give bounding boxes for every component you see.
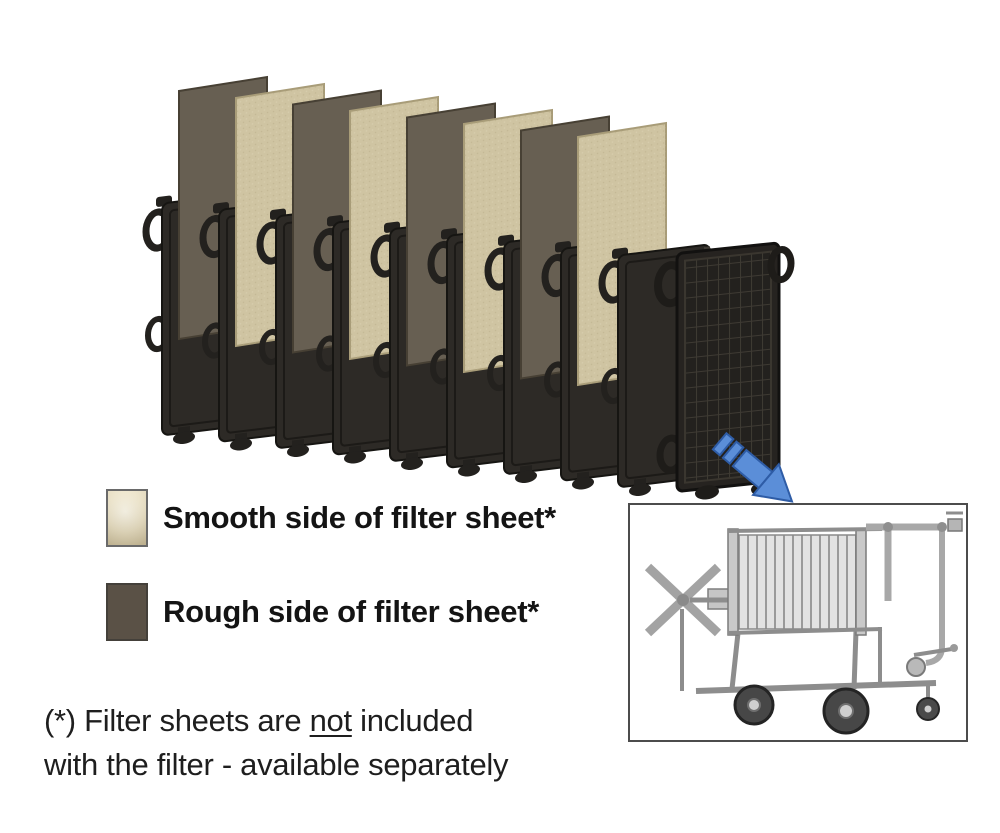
filter-press-machine-drawing: [644, 511, 963, 735]
footnote: (*) Filter sheets are not included with …: [44, 699, 508, 787]
footnote-line-2: with the filter - available separately: [44, 747, 509, 783]
front-grid-plate: [658, 242, 791, 507]
footnote-prefix: (*) Filter sheets are: [44, 703, 310, 738]
filter-plate: [374, 211, 482, 474]
footnote-suffix: included: [351, 703, 474, 738]
rough-sheet-swatch: [106, 583, 148, 641]
smooth-sheet-swatch: [106, 489, 148, 547]
filter-sheet-smooth-side: [462, 109, 554, 374]
filter-sheet-rough-side: [291, 89, 383, 354]
filter-sheet-rough-side: [177, 76, 269, 341]
filter-sheet-smooth-side: [348, 96, 440, 361]
filter-sheet-smooth-side: [576, 122, 668, 387]
rough-sheet-label: Rough side of filter sheet*: [163, 594, 539, 629]
filter-plate: [146, 185, 254, 448]
plate-and-sheet-stack: [146, 76, 791, 507]
machine-wheels: [733, 681, 940, 735]
filter-plate: [317, 205, 425, 468]
footnote-line-1: (*) Filter sheets are not included: [44, 699, 508, 743]
assembled-filter-inset: [628, 503, 968, 742]
smooth-sheet-label: Smooth side of filter sheet*: [163, 500, 556, 535]
filter-plate: [431, 218, 539, 481]
filter-plate: [260, 198, 368, 461]
machine-frame: [680, 609, 937, 694]
machine-plate-stack: [727, 527, 883, 636]
filter-plate: [545, 231, 653, 494]
machine-handwheel-icon: [644, 563, 734, 637]
legend-item-smooth: Smooth side of filter sheet*: [106, 489, 556, 547]
filter-plate: [602, 237, 710, 500]
filter-plate: [488, 224, 596, 487]
legend-item-rough: Rough side of filter sheet*: [106, 583, 539, 641]
filter-sheet-rough-side: [405, 102, 497, 367]
filter-sheet-smooth-side: [234, 83, 326, 348]
machine-piping: [866, 511, 963, 677]
filter-plate: [203, 192, 311, 455]
filter-sheet-rough-side: [519, 115, 611, 380]
footnote-underlined-word: not: [309, 703, 353, 738]
